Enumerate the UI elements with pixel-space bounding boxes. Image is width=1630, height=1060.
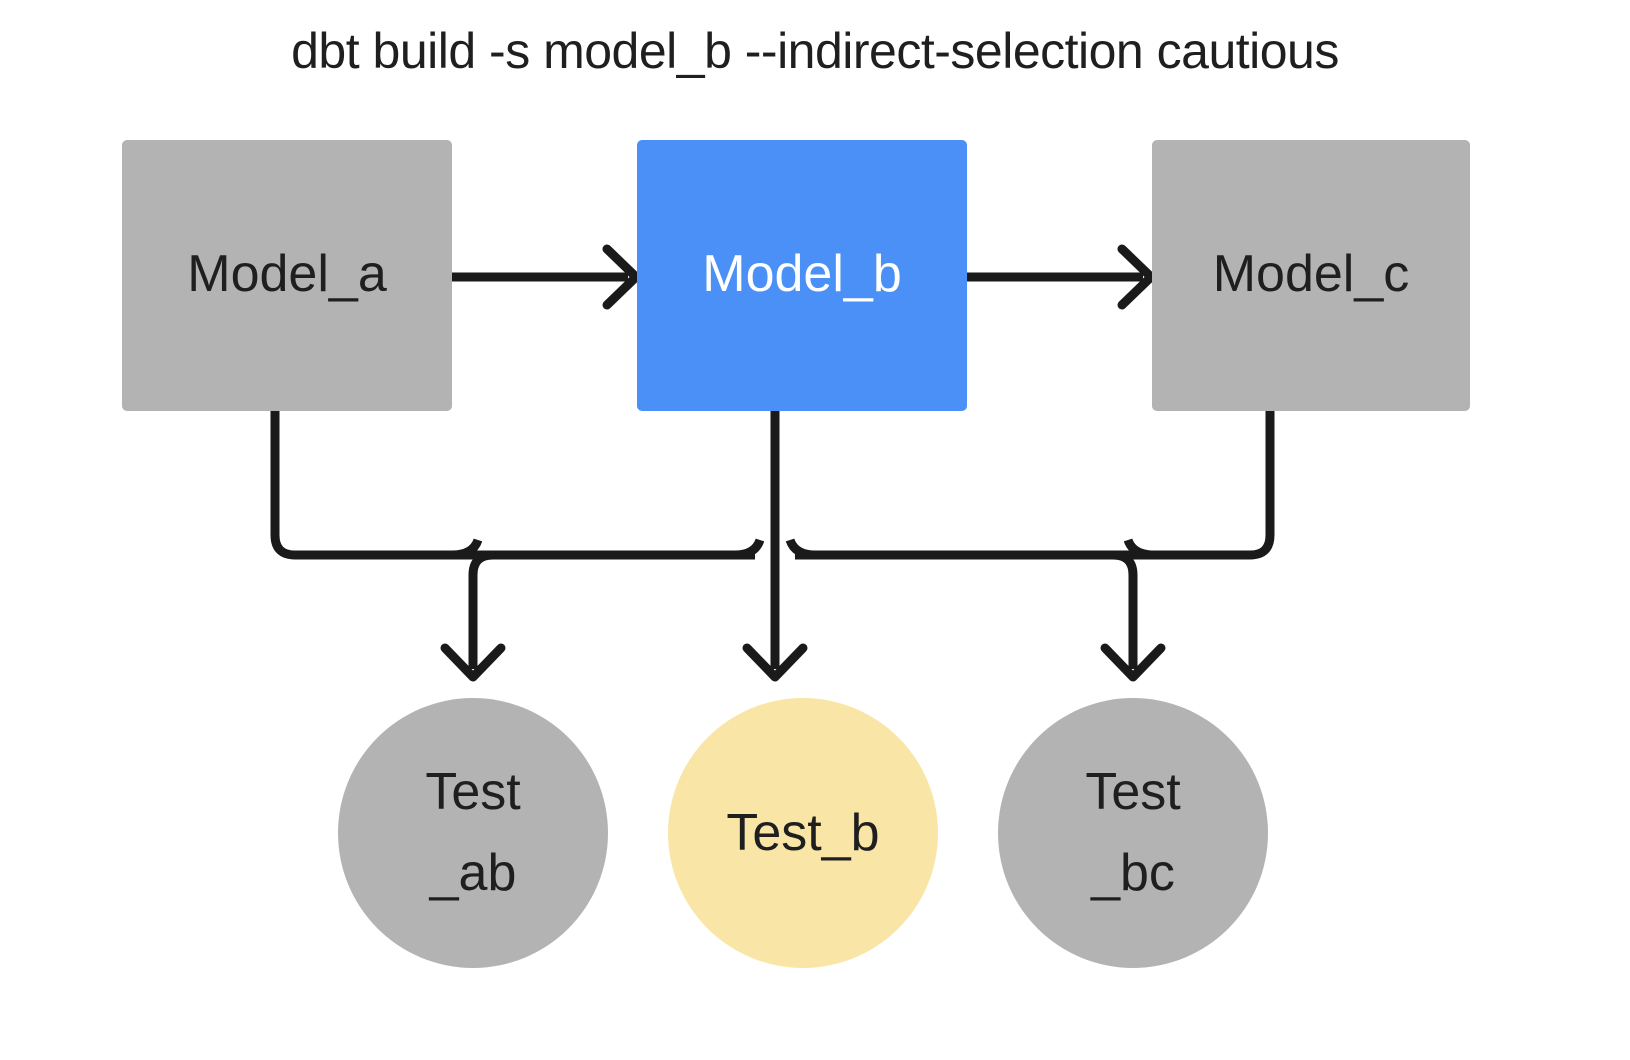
bus-corner-test-ab-fillet <box>451 538 483 560</box>
node-model-c[interactable]: Model_c <box>1152 140 1470 411</box>
node-test-ab[interactable]: Test _ab <box>338 698 608 968</box>
node-test-ab-label-line2: _ab <box>429 844 517 902</box>
bus-corner-test-bc-fillet <box>1123 538 1155 560</box>
arrowhead-test-b-inbound <box>742 643 808 682</box>
node-test-bc[interactable]: Test _bc <box>998 698 1268 968</box>
node-test-b-label-line1: Test_b <box>726 803 880 862</box>
node-model-b[interactable]: Model_b <box>637 140 967 411</box>
node-test-ab-label-line1: Test <box>425 763 521 822</box>
node-test-bc-label-line2: _bc <box>1091 844 1175 902</box>
node-test-bc-label-line1: Test <box>1085 763 1181 822</box>
arrowhead-test-ab-inbound <box>440 643 506 682</box>
node-model-c-label: Model_c <box>1212 244 1410 303</box>
arrowhead-model-c-inbound <box>1117 244 1156 310</box>
edge-model-c-to-bus <box>1154 411 1275 560</box>
node-model-a-label: Model_a <box>187 244 387 303</box>
bus-join-right-fillet <box>785 538 816 560</box>
node-model-a[interactable]: Model_a <box>122 140 452 411</box>
page-title: dbt build -s model_b --indirect-selectio… <box>291 23 1339 79</box>
edge-bus-to-test-bc <box>1112 550 1138 669</box>
bus-join-left-fillet <box>734 538 765 560</box>
edge-bus-to-test-ab <box>468 550 494 669</box>
node-test-b[interactable]: Test_b <box>668 698 938 968</box>
arrowhead-test-bc-inbound <box>1100 643 1166 682</box>
arrowhead-model-b-inbound <box>602 244 641 310</box>
edge-model-a-to-bus <box>270 411 452 560</box>
node-model-b-label: Model_b <box>702 244 902 303</box>
